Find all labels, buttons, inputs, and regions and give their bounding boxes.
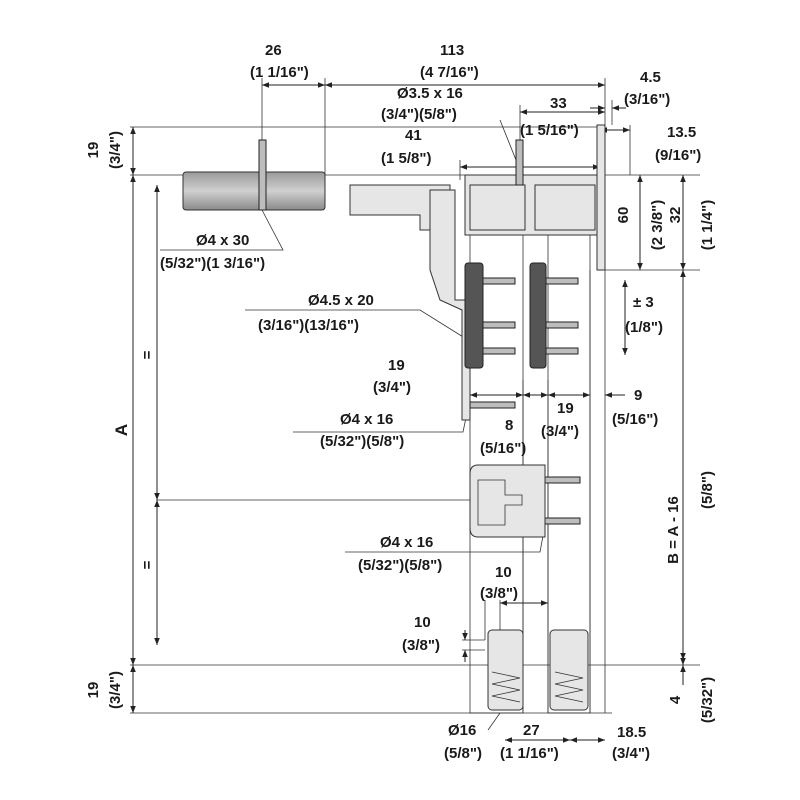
dimension-lines <box>130 82 686 743</box>
screw-4x30-in: (5/32")(1 3/16") <box>160 255 265 272</box>
adjust-3-mm: ± 3 <box>633 294 654 311</box>
dim-18-5-mm: 18.5 <box>617 724 646 741</box>
formula-b-in: (5/8") <box>699 471 716 509</box>
dim-8-in: (5/16") <box>480 440 526 457</box>
dim-16-mm: Ø16 <box>448 722 476 739</box>
dim-113-in: (4 7/16") <box>420 64 479 81</box>
dim-27-mm: 27 <box>523 722 540 739</box>
screw-4x16-b-mm: Ø4 x 16 <box>380 534 433 551</box>
dim-10-a-mm: 10 <box>495 564 512 581</box>
dim-4-mm: 4 <box>667 695 684 704</box>
dim-26-mm: 26 <box>265 42 282 59</box>
dim-19-top-in: (3/4") <box>107 131 124 169</box>
dim-19-mid2-in: (3/4") <box>541 423 579 440</box>
bottom-guide <box>469 464 546 538</box>
dim-33-in: (1 5/16") <box>520 122 579 139</box>
dim-19-mid2-mm: 19 <box>557 400 574 417</box>
screw-4-5x20-mm: Ø4.5 x 20 <box>308 292 374 309</box>
screw-4x30-mm: Ø4 x 30 <box>196 232 249 249</box>
dim-19-top: 19 <box>85 142 102 159</box>
dim-4-in: (5/32") <box>699 677 716 723</box>
dim-13-5-mm: 13.5 <box>667 124 696 141</box>
dim-18-5-in: (3/4") <box>612 745 650 762</box>
dim-19-mid-in: (3/4") <box>373 379 411 396</box>
dim-4-5-in: (3/16") <box>624 91 670 108</box>
screws <box>258 139 581 525</box>
screw-4-5x20-in: (3/16")(13/16") <box>258 317 359 334</box>
floor-guide-rollers <box>487 629 589 711</box>
door-panel-right <box>547 234 591 714</box>
formula-b-mm: B = A - 16 <box>665 496 682 564</box>
dim-60-in: (2 3/8") <box>649 200 666 250</box>
dim-9-mm: 9 <box>634 387 642 404</box>
adjust-3-in: (1/8") <box>625 319 663 336</box>
dim-33-mm: 33 <box>550 95 567 112</box>
dim-19-mid-mm: 19 <box>388 357 405 374</box>
screw-4x16-a-mm: Ø4 x 16 <box>340 411 393 428</box>
dim-26-in: (1 1/16") <box>250 64 309 81</box>
dim-41-mm: 41 <box>405 127 422 144</box>
dim-16-in: (5/8") <box>444 745 482 762</box>
mounting-bracket <box>349 184 451 231</box>
dim-60-mm: 60 <box>615 207 632 224</box>
dimension-labels: 26 (1 1/16") 113 (4 7/16") 4.5 (3/16") Ø… <box>85 42 716 762</box>
height-a-label: A <box>112 424 131 436</box>
dim-8-mm: 8 <box>505 417 513 434</box>
dim-4-5-mm: 4.5 <box>640 69 661 86</box>
vertical-bracket <box>429 189 471 421</box>
carrier-plate-left <box>464 262 484 369</box>
dim-9-in: (5/16") <box>612 411 658 428</box>
screw-4x16-a-in: (5/32")(5/8") <box>320 433 404 450</box>
dim-13-5-in: (9/16") <box>655 147 701 164</box>
dim-10-b-in: (3/8") <box>402 637 440 654</box>
screw-3-5x16-mm: Ø3.5 x 16 <box>397 85 463 102</box>
dim-32-mm: 32 <box>667 207 684 224</box>
dim-113-mm: 113 <box>440 42 464 59</box>
dim-41-in: (1 5/8") <box>381 150 431 167</box>
dim-19-bottom-mm: 19 <box>85 682 102 699</box>
dim-10-a-in: (3/8") <box>480 585 518 602</box>
wooden-panel <box>182 171 326 211</box>
dim-32-in: (1 1/4") <box>699 200 716 250</box>
equal-bottom-label: = <box>139 560 156 569</box>
equal-top-label: = <box>139 350 156 359</box>
fitting-parts <box>182 124 606 714</box>
carrier-plate-right <box>529 262 547 369</box>
dim-10-b-mm: 10 <box>414 614 431 631</box>
screw-3-5x16-in: (3/4")(5/8") <box>381 106 457 123</box>
dim-27-in: (1 1/16") <box>500 745 559 762</box>
screw-4x16-b-in: (5/32")(5/8") <box>358 557 442 574</box>
dim-19-bottom-in: (3/4") <box>107 671 124 709</box>
